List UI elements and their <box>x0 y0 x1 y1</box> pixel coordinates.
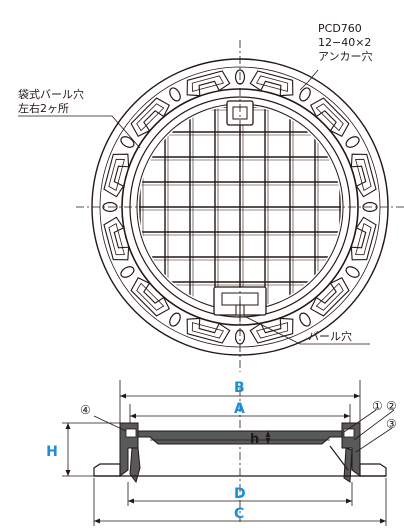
anchor-hole <box>169 87 181 102</box>
right-lock-part <box>343 447 353 483</box>
callout-4: ④ <box>80 403 91 417</box>
anchor-hole <box>345 136 360 148</box>
anchor-hole <box>299 87 311 102</box>
dimension-arrows <box>65 393 386 524</box>
anchor-hole <box>299 312 311 327</box>
dim-d-label: D <box>234 486 246 502</box>
flange-lug <box>186 317 231 344</box>
bar-hole-label: バール穴 <box>308 329 352 343</box>
callout-3: ③ <box>386 417 397 431</box>
bag-hole-label-1: 袋式バール穴 <box>18 87 84 101</box>
dim-b-label: B <box>234 380 245 396</box>
anchor-hole <box>120 136 135 148</box>
dim-h-label: H <box>46 444 58 460</box>
flange-lug <box>309 97 350 138</box>
flange-lug <box>103 153 130 198</box>
pcd-label-2: 12−40×2 <box>318 36 371 49</box>
dim-c-label: C <box>234 506 244 522</box>
flange-lug <box>350 153 377 198</box>
callout-1: ① <box>372 399 383 413</box>
flange-lug <box>130 97 171 138</box>
flange-lug <box>350 216 377 261</box>
left-lock-part <box>129 447 141 484</box>
bar-hole-leader <box>243 315 370 345</box>
section-view <box>62 380 395 526</box>
right-flange <box>359 463 387 477</box>
anchor-holes <box>102 69 378 345</box>
pcd-label-1: PCD760 <box>318 22 362 35</box>
anchor-hole <box>120 266 135 278</box>
flange-lug <box>249 70 294 97</box>
anchor-hole <box>169 312 181 327</box>
flange-lug <box>130 276 171 317</box>
bag-hole-leader <box>18 115 141 149</box>
cover-plate-section <box>137 430 343 445</box>
pcd-leader <box>299 69 319 91</box>
flange-lugs <box>103 70 377 344</box>
callout-2: ② <box>386 399 397 413</box>
dim-small-h-label: h <box>250 432 259 447</box>
flange-lug <box>103 216 130 261</box>
plan-view <box>18 40 404 372</box>
flange-lug <box>309 276 350 317</box>
bag-hole-label-2: 左右2ヶ所 <box>18 101 69 115</box>
anchor-hole <box>345 266 360 278</box>
dim-a-label: A <box>234 401 245 417</box>
pcd-label-3: アンカー穴 <box>318 49 373 63</box>
left-flange <box>93 463 121 477</box>
flange-lug <box>186 70 231 97</box>
